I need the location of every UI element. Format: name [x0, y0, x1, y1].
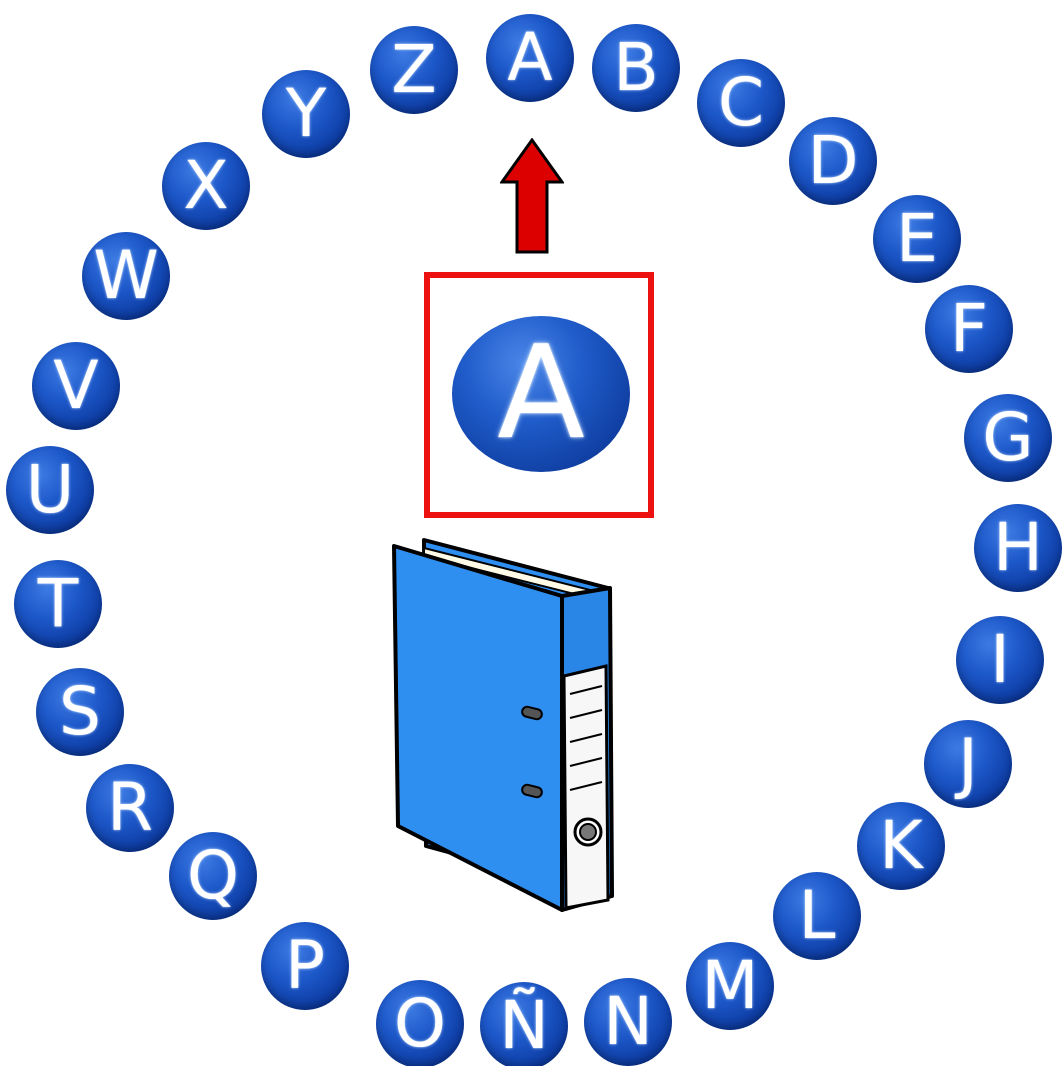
letter-button[interactable]: H [974, 504, 1062, 592]
ring-binder-icon [392, 538, 614, 912]
letter-button[interactable]: Q [169, 832, 257, 920]
selected-letter-frame: A [424, 272, 654, 518]
letter-button[interactable]: B [592, 24, 680, 112]
selected-letter[interactable]: A [452, 316, 630, 472]
letter-button[interactable]: U [6, 446, 94, 534]
letter-button[interactable]: G [964, 394, 1052, 482]
letter-button[interactable]: V [32, 342, 120, 430]
letter-button[interactable]: F [925, 285, 1013, 373]
letter-button[interactable]: O [376, 980, 464, 1066]
letter-button[interactable]: K [857, 802, 945, 890]
letter-button[interactable]: W [82, 232, 170, 320]
letter-button[interactable]: Ñ [480, 982, 568, 1066]
up-arrow-icon [500, 138, 564, 254]
letter-button[interactable]: Y [262, 70, 350, 158]
letter-button[interactable]: T [14, 560, 102, 648]
letter-button[interactable]: L [773, 872, 861, 960]
letter-button[interactable]: X [162, 142, 250, 230]
letter-button[interactable]: J [924, 720, 1012, 808]
letter-button[interactable]: A [486, 14, 574, 102]
letter-button[interactable]: R [86, 764, 174, 852]
letter-button[interactable]: S [36, 668, 124, 756]
letter-button[interactable]: C [697, 59, 785, 147]
letter-button[interactable]: D [789, 117, 877, 205]
letter-button[interactable]: I [956, 616, 1044, 704]
letter-button[interactable]: P [261, 922, 349, 1010]
letter-button[interactable]: Z [370, 26, 458, 114]
letter-button[interactable]: E [873, 195, 961, 283]
letter-button[interactable]: M [686, 942, 774, 1030]
letter-button[interactable]: N [584, 978, 672, 1066]
